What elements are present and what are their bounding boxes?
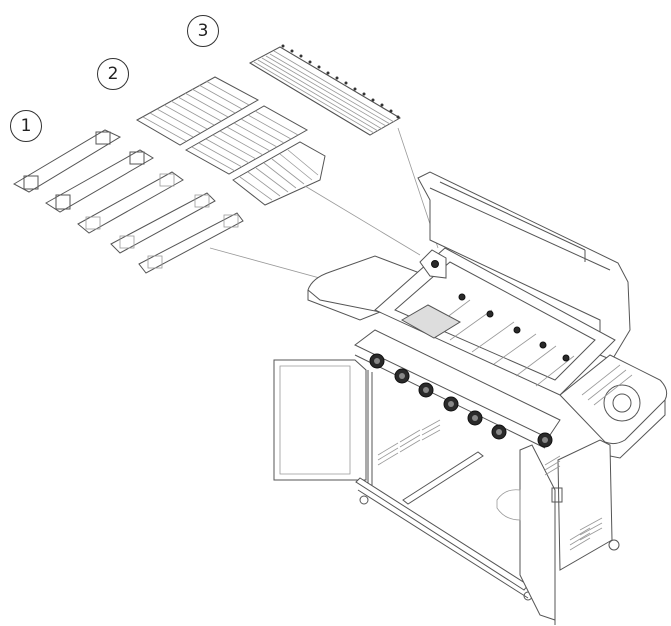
- callout-1-label: 1: [20, 116, 32, 136]
- burner-knob-3: [418, 382, 434, 398]
- burner-knob-1: [369, 353, 385, 369]
- heat-tents-part: [12, 129, 244, 274]
- warming-rack-part: [248, 44, 401, 136]
- callout-1: 1: [10, 110, 42, 142]
- cart-cabinet: [273, 359, 620, 625]
- callout-3-label: 3: [197, 21, 209, 41]
- burner-knob-4: [443, 396, 459, 412]
- side-burner-knob: [537, 432, 553, 448]
- burner-knob-6: [491, 424, 507, 440]
- burner-knobs: [369, 353, 553, 448]
- firebox: [374, 247, 616, 396]
- callout-2: 2: [97, 58, 129, 90]
- cooking-grates-part: [135, 76, 326, 206]
- callout-3: 3: [187, 15, 219, 47]
- callout-2-label: 2: [107, 64, 119, 84]
- burner-knob-5: [467, 410, 483, 426]
- side-burner-shelf: [559, 354, 668, 459]
- grill-lid: [417, 171, 631, 361]
- burner-knob-2: [394, 368, 410, 384]
